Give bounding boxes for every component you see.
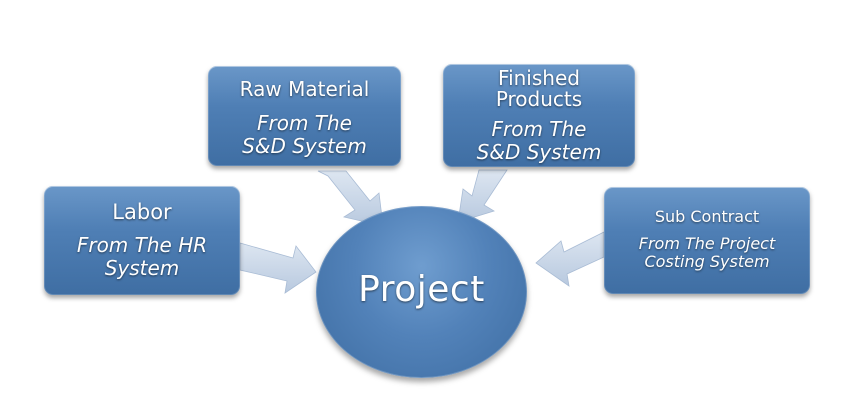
raw-material-source-line-2: S&D System <box>242 133 367 158</box>
labor-title-line: Labor <box>112 200 172 225</box>
arrow-labor-to-project <box>239 242 317 294</box>
labor-title: Labor <box>112 201 171 223</box>
raw-material-title: Raw Material <box>239 76 370 101</box>
finished-products-title: Finished Products <box>495 65 583 111</box>
raw-material-title-line: Raw Material <box>239 76 370 101</box>
finished-products-title-line-2: Products <box>495 86 583 111</box>
labor-source-line-1: From The HR <box>76 232 208 257</box>
finished-products-source-line-2: S&D System <box>476 139 602 164</box>
arrow-finished-products-to-project <box>457 169 508 223</box>
finished-products-source: From The S&D System <box>476 116 602 164</box>
finished-products-source-line-1: From The <box>491 116 587 141</box>
raw-material-node: Raw Material From The S&D System <box>208 66 401 166</box>
arrow-sub-contract-to-project <box>535 231 605 287</box>
sub-contract-node: Sub Contract From The Project Costing Sy… <box>604 187 810 294</box>
labor-node: Labor From The HR System <box>44 186 240 295</box>
sub-contract-source: From The Project Costing System <box>638 234 776 272</box>
sub-contract-source-line-2: Costing System <box>644 252 770 272</box>
labor-source-line-2: System <box>104 255 180 280</box>
finished-products-title-line-1: Finished <box>498 65 580 90</box>
project-label: Project <box>358 268 485 310</box>
sub-contract-title: Sub Contract <box>654 207 760 227</box>
project-node: Project <box>316 206 527 378</box>
raw-material-source-line-1: From The <box>256 110 352 135</box>
finished-products-node: Finished Products From The S&D System <box>443 64 635 167</box>
sub-contract-title-line: Sub Contract <box>654 207 760 227</box>
labor-source: From The HR System <box>76 232 208 280</box>
sub-contract-source-line-1: From The Project <box>638 234 776 253</box>
raw-material-source: From The S&D System <box>242 110 367 158</box>
